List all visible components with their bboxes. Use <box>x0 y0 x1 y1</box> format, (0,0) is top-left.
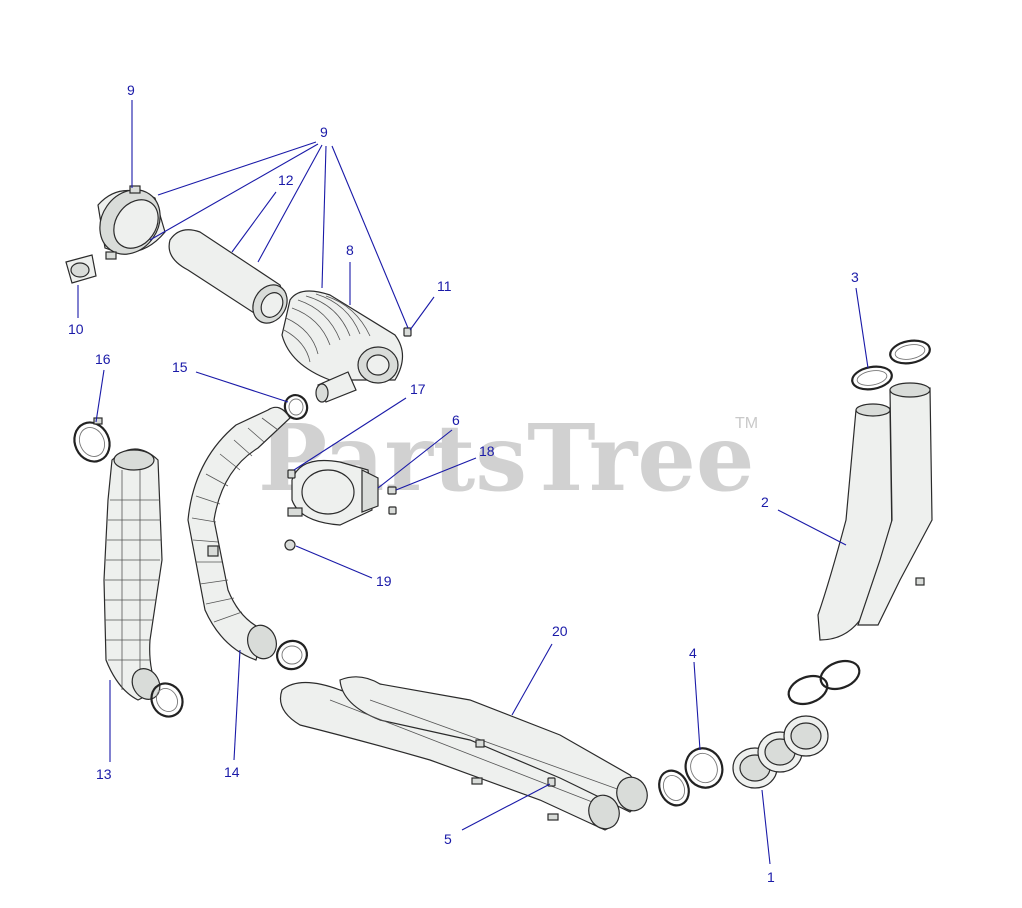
callout-3: 3 <box>851 269 859 285</box>
airbox-housing-ring[interactable] <box>88 178 173 266</box>
callout-17: 17 <box>410 381 426 397</box>
watermark-trademark: TM <box>735 415 758 432</box>
intake-hose-13[interactable] <box>103 448 188 722</box>
air-filter-element[interactable] <box>168 229 294 330</box>
callout-16: 16 <box>95 351 111 367</box>
hose-clamp-15[interactable] <box>282 392 311 422</box>
hose-clamp-4[interactable] <box>654 742 729 810</box>
lower-dual-pipe-20[interactable] <box>279 676 651 833</box>
callout-15: 15 <box>172 359 188 375</box>
callout-8: 8 <box>346 242 354 258</box>
callout-20: 20 <box>552 623 568 639</box>
coupler-1[interactable] <box>732 656 863 789</box>
callout-18: 18 <box>479 443 495 459</box>
callout-11: 11 <box>437 278 452 294</box>
callout-2: 2 <box>761 494 769 510</box>
intake-hose-14[interactable] <box>187 406 311 673</box>
callout-9-group: 9 <box>320 124 328 140</box>
air-cleaner-body[interactable] <box>281 290 404 403</box>
callout-1: 1 <box>767 869 775 885</box>
callout-14: 14 <box>224 764 240 780</box>
dust-valve-cap[interactable] <box>65 254 97 284</box>
leader-lines <box>77 100 869 865</box>
mounting-bracket-6[interactable] <box>287 459 379 526</box>
hose-clamp-16[interactable] <box>68 417 116 468</box>
callout-10: 10 <box>68 321 84 337</box>
callout-9-top: 9 <box>127 82 135 98</box>
callout-4: 4 <box>689 645 697 661</box>
bolt-18[interactable] <box>387 486 397 515</box>
bolt-17[interactable] <box>287 469 296 479</box>
hose-clamp-3[interactable] <box>850 338 931 393</box>
nut-19[interactable] <box>284 539 296 551</box>
callout-5: 5 <box>444 831 452 847</box>
callout-19: 19 <box>376 573 392 589</box>
callout-12: 12 <box>278 172 294 188</box>
exhaust-y-pipe-2[interactable] <box>817 382 933 641</box>
callout-13: 13 <box>96 766 112 782</box>
callout-6: 6 <box>452 412 460 428</box>
callout-labels: 9 9 12 8 11 10 16 15 17 6 18 19 3 2 20 4… <box>68 82 859 885</box>
